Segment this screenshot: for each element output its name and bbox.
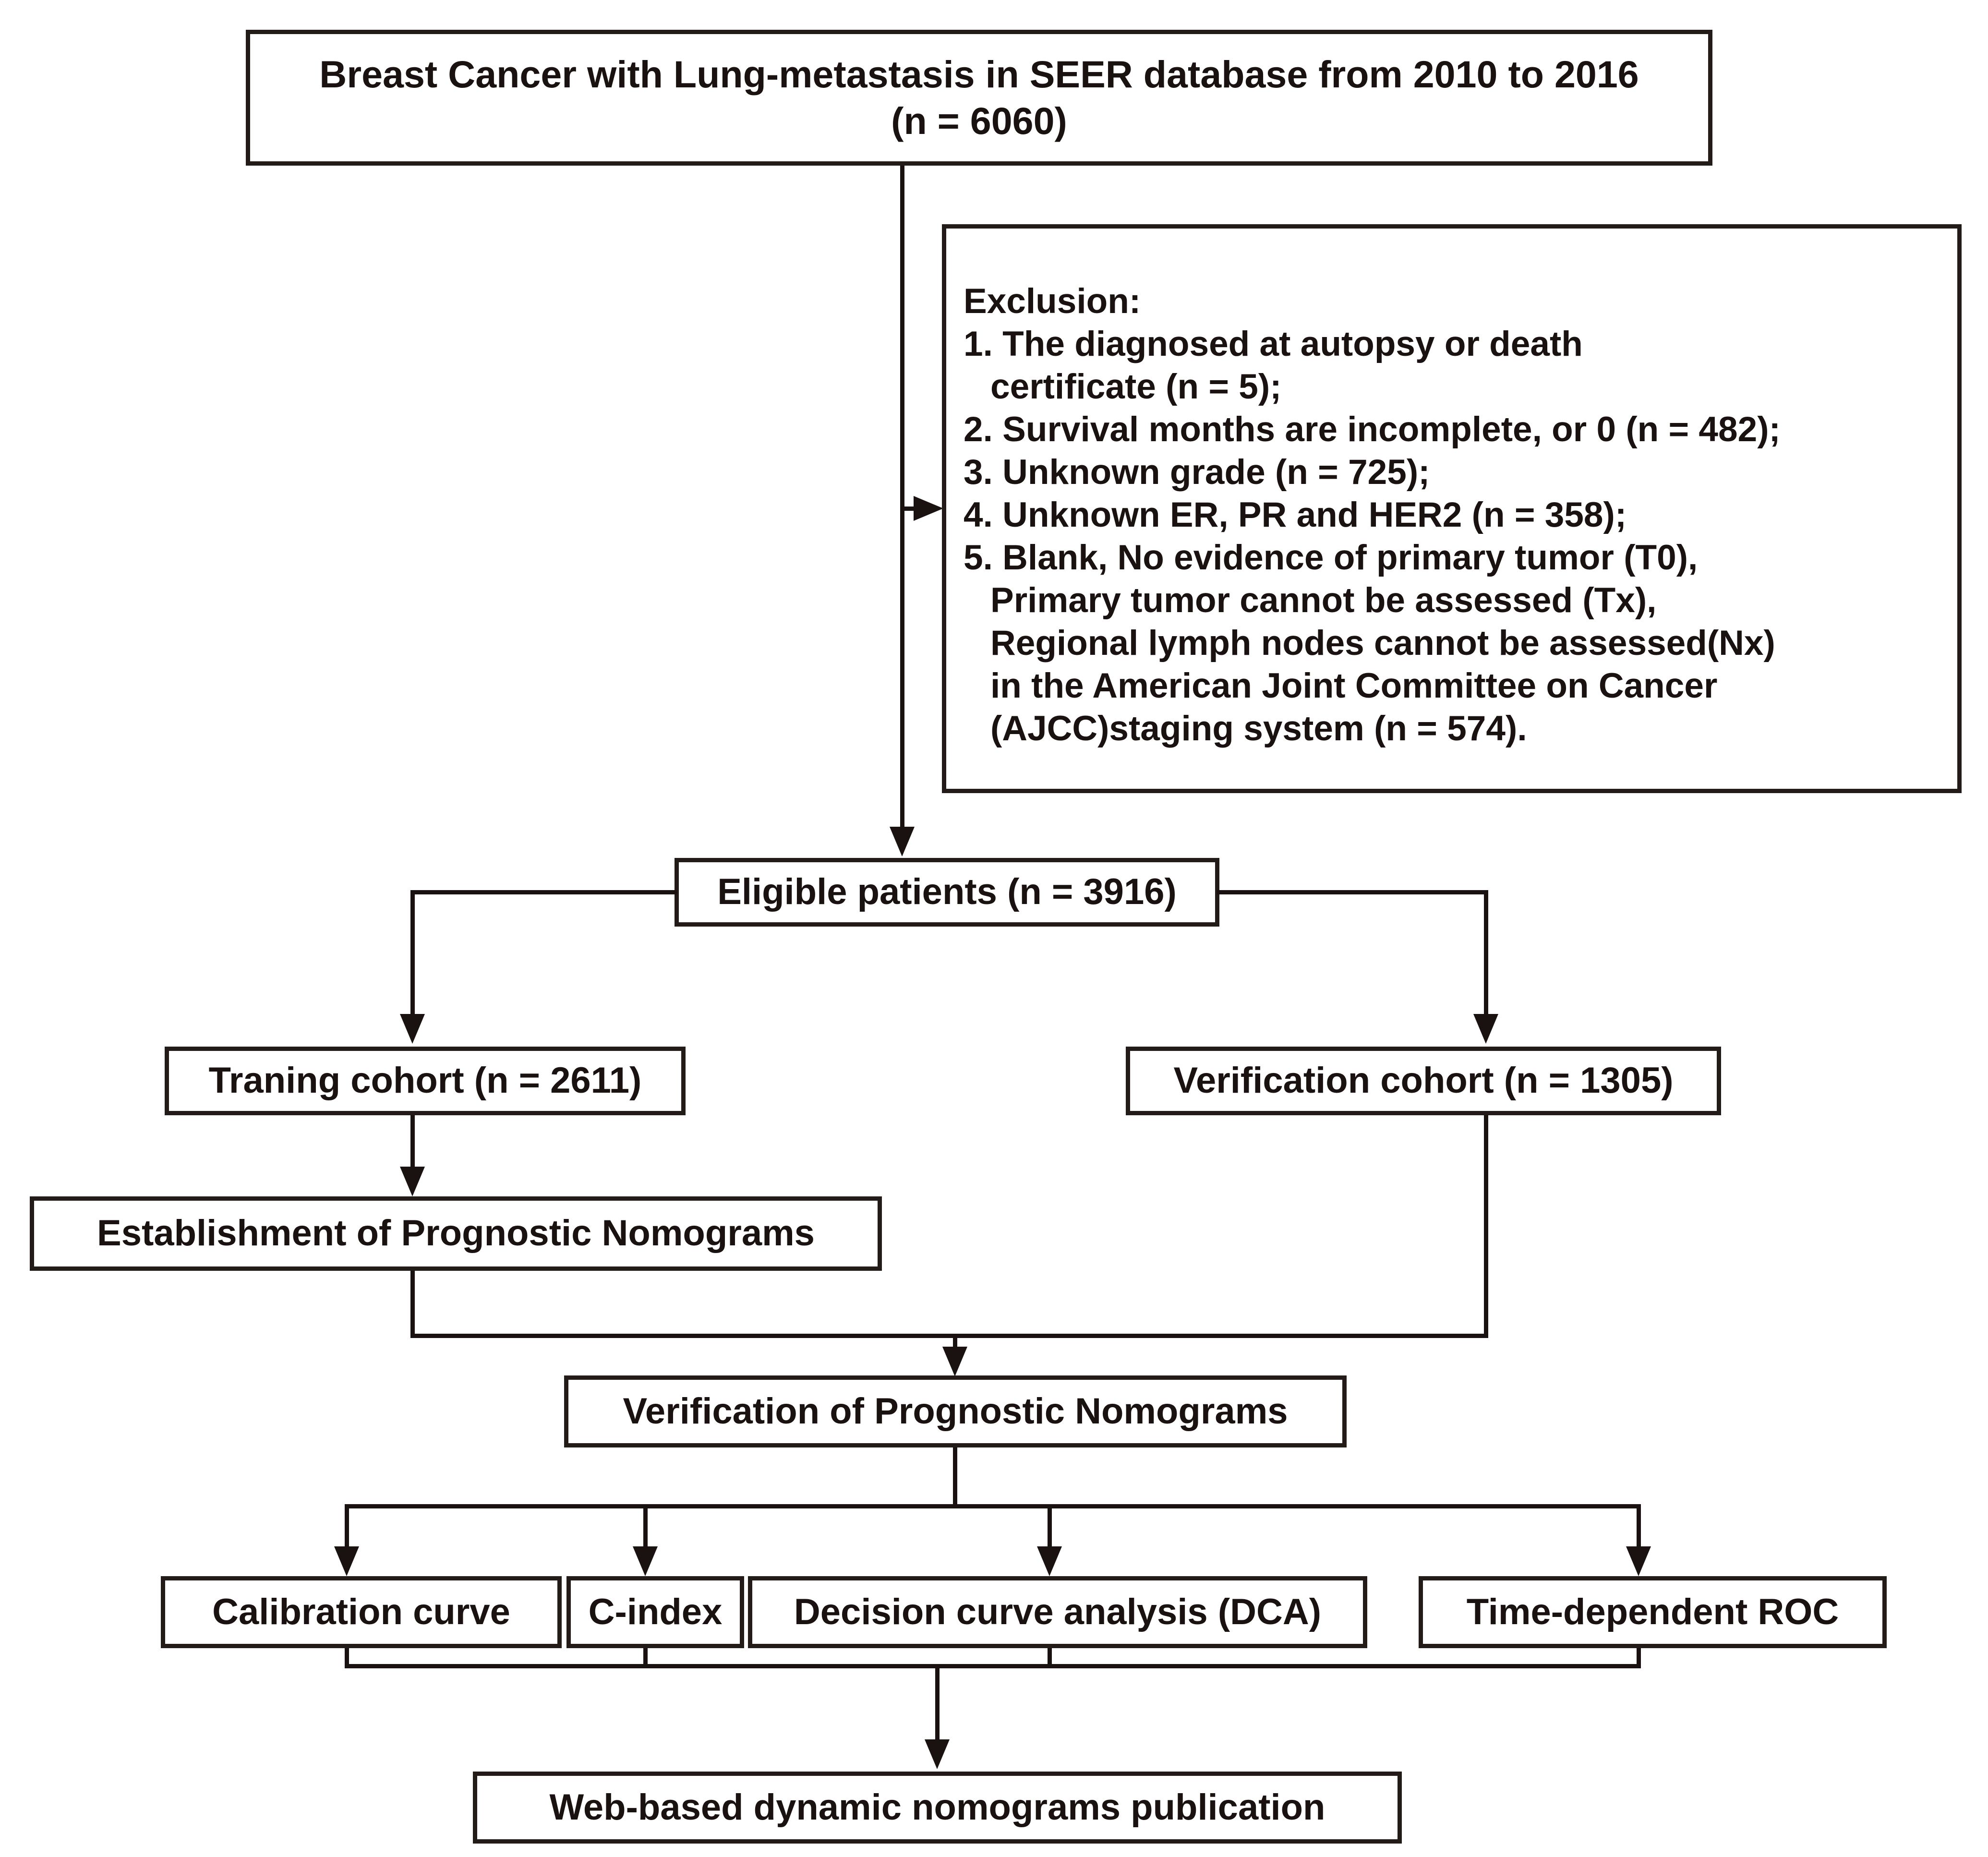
connector-eligible-right-drop <box>1484 890 1488 1015</box>
connector-validation-fanout-bar <box>345 1504 1641 1508</box>
connector-fanout-to-cindex <box>643 1504 648 1547</box>
arrowhead-fanout-to-calibration <box>334 1546 359 1576</box>
node-web-publication: Web-based dynamic nomograms publication <box>473 1772 1402 1844</box>
connector-validation-fanin-bar <box>345 1664 1641 1668</box>
node-exclusion-criteria: Exclusion: 1. The diagnosed at autopsy o… <box>942 224 1962 793</box>
exclusion-item-5: 5. Blank, No evidence of primary tumor (… <box>964 538 1698 578</box>
connector-eligible-right-arm <box>1217 890 1488 894</box>
arrowhead-eligible-to-verification <box>1473 1014 1498 1044</box>
arrowhead-merge-to-verification-nomograms <box>942 1347 967 1376</box>
connector-fanout-to-calibration <box>345 1504 349 1547</box>
dca-label: Decision curve analysis (DCA) <box>794 1591 1322 1632</box>
exclusion-item-5-cont-1: Primary tumor cannot be assessed (Tx), <box>990 581 1657 620</box>
node-eligible-patients: Eligible patients (n = 3916) <box>675 858 1219 927</box>
verification-nomograms-label: Verification of Prognostic Nomograms <box>623 1390 1288 1432</box>
exclusion-item-2: 2. Survival months are incomplete, or 0 … <box>964 410 1781 449</box>
connector-training-to-establishment <box>410 1115 415 1168</box>
connector-source-to-eligible <box>900 166 904 828</box>
arrowhead-fanout-to-cindex <box>633 1546 658 1576</box>
connector-roc-drop <box>1637 1648 1641 1668</box>
connector-eligible-left-drop <box>410 890 415 1015</box>
connector-eligible-left-arm <box>410 890 677 894</box>
connector-to-exclusion <box>900 506 916 511</box>
connector-calibration-drop <box>345 1648 349 1668</box>
exclusion-item-5-cont-3: in the American Joint Committee on Cance… <box>990 666 1718 706</box>
source-cohort-line-1: Breast Cancer with Lung-metastasis in SE… <box>319 53 1639 96</box>
arrowhead-fanout-to-dca <box>1037 1546 1062 1576</box>
node-source-cohort: Breast Cancer with Lung-metastasis in SE… <box>246 30 1712 166</box>
verification-cohort-label: Verification cohort (n = 1305) <box>1173 1060 1674 1101</box>
node-decision-curve-analysis: Decision curve analysis (DCA) <box>748 1576 1367 1648</box>
exclusion-item-1: 1. The diagnosed at autopsy or death <box>964 324 1583 363</box>
connector-dca-drop <box>1048 1648 1052 1668</box>
training-cohort-label: Traning cohort (n = 2611) <box>208 1060 642 1101</box>
calibration-curve-label: Calibration curve <box>212 1591 510 1632</box>
c-index-label: C-index <box>588 1591 723 1632</box>
connector-cindex-drop <box>643 1648 648 1668</box>
exclusion-item-1-cont-1: certificate (n = 5); <box>990 367 1282 406</box>
exclusion-item-5-cont-4: (AJCC)staging system (n = 574). <box>990 709 1527 748</box>
node-training-cohort: Traning cohort (n = 2611) <box>165 1047 686 1115</box>
arrowhead-training-to-establishment <box>400 1167 425 1196</box>
node-calibration-curve: Calibration curve <box>161 1576 562 1648</box>
source-cohort-line-2: (n = 6060) <box>891 99 1067 142</box>
exclusion-item-4: 4. Unknown ER, PR and HER2 (n = 358); <box>964 495 1627 534</box>
web-publication-label: Web-based dynamic nomograms publication <box>549 1786 1325 1828</box>
arrowhead-fanout-to-roc <box>1626 1546 1651 1576</box>
connector-fanout-to-dca <box>1048 1504 1052 1547</box>
connector-establishment-drop <box>410 1271 415 1338</box>
connector-merge-to-verification-nomograms <box>953 1334 957 1351</box>
connector-verification-nomograms-stem <box>953 1447 957 1507</box>
node-c-index: C-index <box>566 1576 744 1648</box>
connector-verification-cohort-drop <box>1484 1115 1488 1338</box>
exclusion-item-5-cont-2: Regional lymph nodes cannot be assessed(… <box>990 624 1775 663</box>
arrowhead-eligible-to-training <box>400 1014 425 1044</box>
node-verification-cohort: Verification cohort (n = 1305) <box>1126 1047 1721 1115</box>
arrowhead-fanin-to-web <box>925 1739 950 1769</box>
node-verification-nomograms: Verification of Prognostic Nomograms <box>564 1375 1347 1447</box>
node-establishment-nomograms: Establishment of Prognostic Nomograms <box>30 1196 882 1271</box>
connector-fanin-to-web <box>935 1664 940 1741</box>
arrowhead-source-to-eligible <box>890 827 915 856</box>
node-time-dependent-roc: Time-dependent ROC <box>1419 1576 1887 1648</box>
connector-merge-bar <box>410 1334 1488 1338</box>
establishment-label: Establishment of Prognostic Nomograms <box>97 1213 815 1254</box>
exclusion-item-3: 3. Unknown grade (n = 725); <box>964 452 1430 492</box>
roc-label: Time-dependent ROC <box>1466 1591 1839 1632</box>
arrowhead-to-exclusion <box>914 496 943 521</box>
eligible-patients-label: Eligible patients (n = 3916) <box>717 871 1177 913</box>
exclusion-heading: Exclusion: <box>964 281 1141 321</box>
connector-fanout-to-roc <box>1637 1504 1641 1547</box>
